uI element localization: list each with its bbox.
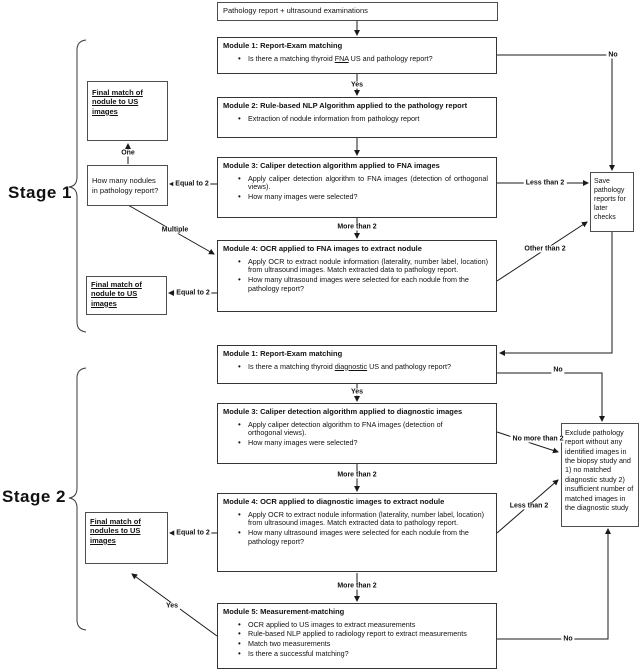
stage2-module3-box: Module 3: Caliper detection algorithm ap… <box>217 403 497 464</box>
stage2-module1-box: Module 1: Report-Exam matching Is there … <box>217 345 497 384</box>
edge-label-one: One <box>119 149 137 157</box>
stage2-module3-title: Module 3: Caliper detection algorithm ap… <box>223 407 463 416</box>
edge-label-more-than-2-s1: More than 2 <box>335 223 379 231</box>
input-box-text: Pathology report + ultrasound examinatio… <box>223 6 368 15</box>
stage1-module1-question: Is there a matching thyroid FNA US and p… <box>238 54 488 64</box>
edge-label-less-than-2-s1: Less than 2 <box>523 179 567 187</box>
stage2-final-match-box: Final match of nodules to US images <box>85 512 168 564</box>
stage1-module4-box: Module 4: OCR applied to FNA images to e… <box>217 240 497 312</box>
stage1-label: Stage 1 <box>8 183 72 202</box>
stage1-final-match-top-text: Final match of nodule to US images <box>92 88 143 116</box>
stage2-module5-box: Module 5: Measurement-matching OCR appli… <box>217 603 497 669</box>
stage1-module3-box: Module 3: Caliper detection algorithm ap… <box>217 157 497 218</box>
stage2-brace <box>68 367 87 631</box>
stage1-nodule-count-box: How many nodules in pathology report? <box>87 165 168 206</box>
edge-label-multiple: Multiple <box>159 226 191 234</box>
arrow-save-to-s2m1 <box>499 232 613 356</box>
save-reports-box: Save pathology reports for later checks <box>590 172 634 232</box>
input-box: Pathology report + ultrasound examinatio… <box>217 2 498 21</box>
stage1-module4-bullet-1: Apply OCR to extract nodule information … <box>238 257 488 275</box>
arrow-s1m1-no-to-save <box>497 54 615 171</box>
save-reports-text: Save pathology reports for later checks <box>594 178 626 222</box>
edge-label-no-s2-bottom: No <box>561 635 575 643</box>
stage1-brace <box>68 39 87 333</box>
stage2-module5-title: Module 5: Measurement-matching <box>223 607 345 616</box>
edge-label-less-than-2-s2: Less than 2 <box>507 502 551 510</box>
stage2-module5-bullet-4: Is there a successful matching? <box>238 649 488 659</box>
edge-label-equal-to-2-s1-final: Equal to 2 <box>174 289 212 297</box>
stage1-module1-title: Module 1: Report-Exam matching <box>223 41 343 50</box>
stage1-module3-title: Module 3: Caliper detection algorithm ap… <box>223 161 440 170</box>
edge-label-more-than-2-s2-bottom: More than 2 <box>335 582 379 590</box>
stage1-final-match-bottom-box: Final match of nodule to US images <box>86 276 167 315</box>
stage1-module2-bullet: Extraction of nodule information from pa… <box>238 114 488 124</box>
stage1-module4-bullet-2: How many ultrasound images were selected… <box>238 275 488 293</box>
stage2-module4-bullet-1: Apply OCR to extract nodule information … <box>238 510 488 528</box>
stage2-module1-question: Is there a matching thyroid diagnostic U… <box>238 362 488 372</box>
stage1-module4-title: Module 4: OCR applied to FNA images to e… <box>223 244 422 253</box>
stage2-module5-bullet-3: Match two measurements <box>238 639 488 649</box>
stage2-module4-bullet-2: How many ultrasound images were selected… <box>238 528 488 546</box>
stage2-module3-bullet-2: How many images were selected? <box>238 438 488 448</box>
edge-label-yes-s2-bottom: Yes <box>163 602 181 610</box>
stage2-label: Stage 2 <box>2 487 66 506</box>
stage1-module3-bullet-2: How many images were selected? <box>238 192 488 202</box>
stage1-module2-box: Module 2: Rule-based NLP Algorithm appli… <box>217 97 497 138</box>
stage1-nodule-count-text: How many nodules in pathology report? <box>92 176 159 195</box>
edge-label-other-than-2: Other than 2 <box>522 245 568 253</box>
stage1-module2-title: Module 2: Rule-based NLP Algorithm appli… <box>223 101 468 110</box>
edge-label-equal-to-2-s2: Equal to 2 <box>174 529 212 537</box>
edge-label-yes-s2-top: Yes <box>348 388 366 396</box>
stage1-final-match-bottom-text: Final match of nodule to US images <box>91 280 142 308</box>
stage2-module4-title: Module 4: OCR applied to diagnostic imag… <box>223 497 445 506</box>
stage1-final-match-top-box: Final match of nodule to US images <box>87 81 168 141</box>
edge-label-more-than-2-s2-top: More than 2 <box>335 471 379 479</box>
stage2-module1-title: Module 1: Report-Exam matching <box>223 349 343 358</box>
arrow-s2m5-no-to-exclude <box>497 528 611 640</box>
edge-label-no-more-than-2: No more than 2 <box>510 435 566 443</box>
edge-label-no-s1: No <box>606 51 620 59</box>
stage2-final-match-text: Final match of nodules to US images <box>90 517 141 545</box>
edge-label-no-s2-top: No <box>551 366 565 374</box>
exclude-report-box: Exclude pathology report without any ide… <box>561 423 639 527</box>
stage1-module3-bullet-1: Apply caliper detection algorithm to FNA… <box>238 174 488 192</box>
edge-label-equal-to-2-s1-count: Equal to 2 <box>173 180 211 188</box>
edge-label-yes-s1: Yes <box>348 81 366 89</box>
stage2-module5-bullet-2: Rule-based NLP applied to radiology repo… <box>238 629 488 639</box>
exclude-report-text: Exclude pathology report without any ide… <box>565 428 634 512</box>
arrow-s2m1-no-to-exclude <box>497 372 605 422</box>
stage2-module3-bullet-1: Apply caliper detection algorithm to FNA… <box>238 420 448 438</box>
stage2-module4-box: Module 4: OCR applied to diagnostic imag… <box>217 493 497 572</box>
stage2-module5-bullet-1: OCR applied to US images to extract meas… <box>238 620 488 630</box>
stage1-module1-box: Module 1: Report-Exam matching Is there … <box>217 37 497 74</box>
